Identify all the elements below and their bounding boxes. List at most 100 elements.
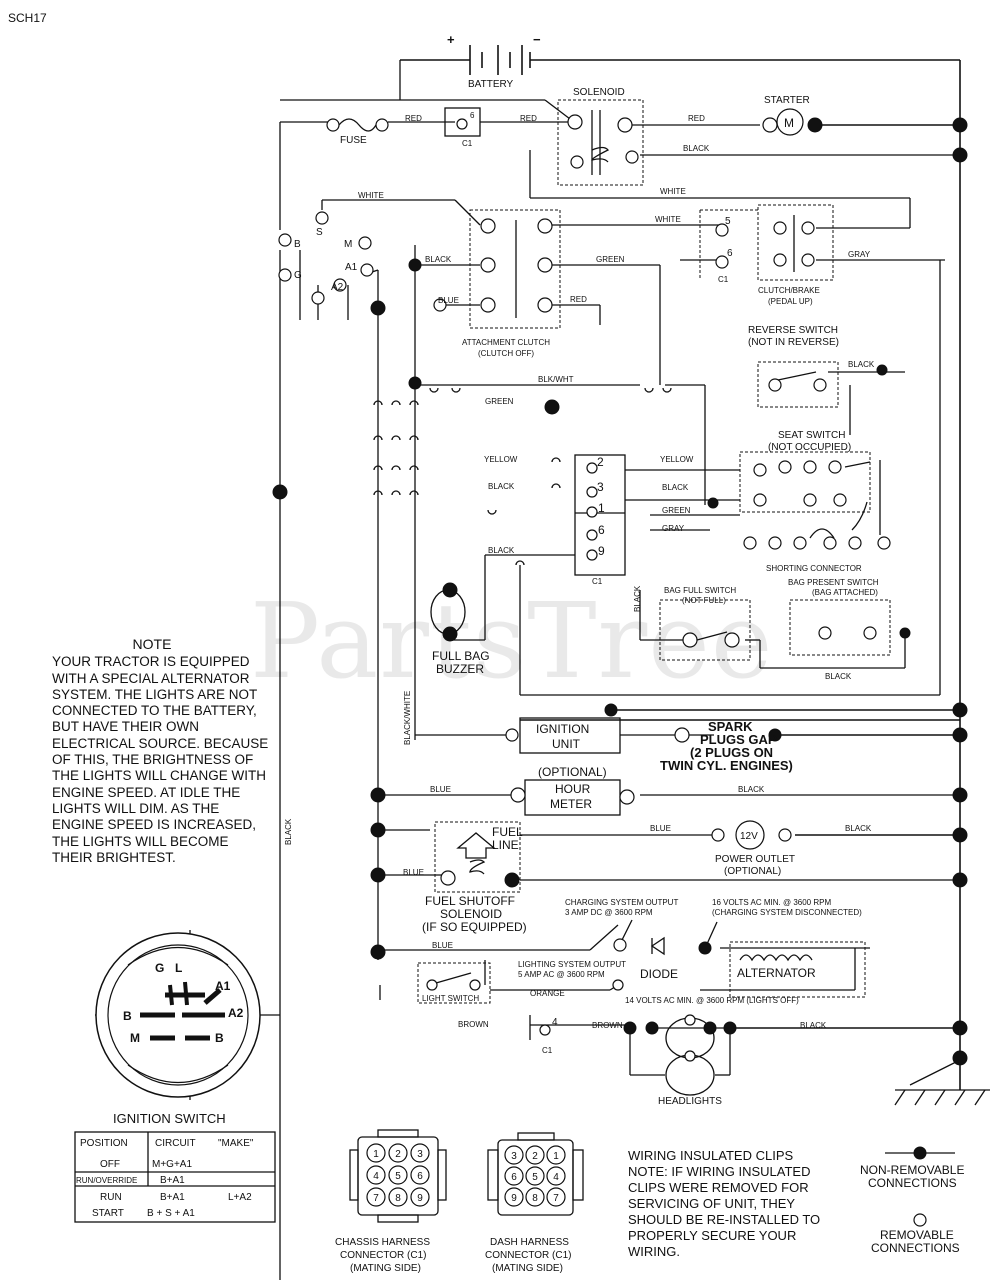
note-title: NOTE (132, 636, 172, 652)
spark-plugs: SPARK PLUGS GAP (2 PLUGS ON TWIN CYL. EN… (660, 719, 793, 773)
svg-text:LIGHTING SYSTEM OUTPUT: LIGHTING SYSTEM OUTPUT (518, 960, 626, 969)
svg-text:PROPERLY SECURE YOUR: PROPERLY SECURE YOUR (628, 1228, 796, 1243)
chassis-connector-pin-3 (410, 1143, 430, 1163)
dash-connector-pin-label: 2 (532, 1151, 538, 1162)
svg-text:A1: A1 (345, 262, 358, 273)
svg-text:6: 6 (470, 111, 475, 120)
svg-text:GRAY: GRAY (848, 250, 871, 259)
svg-text:BLACK: BLACK (800, 1021, 827, 1030)
svg-text:NON-REMOVABLE: NON-REMOVABLE (860, 1163, 964, 1177)
svg-text:L+A2: L+A2 (228, 1192, 252, 1203)
clips-note: WIRING INSULATED CLIPS NOTE: IF WIRING I… (628, 1148, 820, 1259)
svg-text:FULL BAG: FULL BAG (432, 649, 490, 663)
svg-text:5 AMP AC @ 3600 RPM: 5 AMP AC @ 3600 RPM (518, 970, 605, 979)
svg-text:1: 1 (598, 501, 605, 515)
svg-text:B+A1: B+A1 (160, 1192, 185, 1203)
svg-text:A2: A2 (228, 1006, 244, 1020)
seat-switch: SEAT SWITCH (NOT OCCUPIED) SHORTING CONN… (707, 430, 891, 573)
svg-text:RED: RED (570, 295, 587, 304)
dash-connector-pin-label: 5 (532, 1172, 538, 1183)
dash-connector-pin-6 (504, 1166, 524, 1186)
svg-text:M: M (784, 116, 794, 130)
svg-text:BLACK: BLACK (845, 824, 872, 833)
c1-connector: 2 3 1 6 9 C1 (487, 454, 626, 586)
bag-present-switch: BAG PRESENT SWITCH (BAG ATTACHED) (788, 578, 911, 656)
svg-text:12V: 12V (740, 831, 758, 842)
svg-text:HOUR: HOUR (555, 782, 591, 796)
reverse-switch: REVERSE SWITCH (NOT IN REVERSE) (748, 325, 888, 408)
svg-text:M: M (130, 1031, 140, 1045)
fuel-shutoff-solenoid: FUEL LINE FUEL SHUTOFF SOLENOID (IF SO E… (422, 821, 527, 934)
svg-text:4: 4 (552, 1017, 558, 1028)
svg-text:BAG FULL SWITCH: BAG FULL SWITCH (664, 586, 736, 595)
dash-connector-pin-1 (546, 1145, 566, 1165)
svg-text:DASH HARNESS: DASH HARNESS (490, 1237, 569, 1248)
svg-text:(CHARGING SYSTEM DISCONNECTED): (CHARGING SYSTEM DISCONNECTED) (712, 908, 862, 917)
svg-text:CONNECTIONS: CONNECTIONS (868, 1176, 957, 1190)
svg-text:METER: METER (550, 797, 592, 811)
svg-text:BLACK: BLACK (825, 672, 852, 681)
battery-plus: + (447, 32, 455, 47)
svg-text:(2 PLUGS ON: (2 PLUGS ON (690, 745, 773, 760)
svg-text:B: B (123, 1009, 132, 1023)
ignition-switch-title: IGNITION SWITCH (113, 1111, 226, 1126)
svg-text:A2: A2 (331, 282, 344, 293)
svg-text:(MATING SIDE): (MATING SIDE) (492, 1263, 563, 1274)
svg-text:FUEL: FUEL (492, 825, 523, 839)
svg-text:(NOT FULL): (NOT FULL) (682, 596, 726, 605)
svg-text:SHOULD BE RE-INSTALLED TO: SHOULD BE RE-INSTALLED TO (628, 1212, 820, 1227)
svg-text:WIRING.: WIRING. (628, 1244, 680, 1259)
svg-text:(NOT IN REVERSE): (NOT IN REVERSE) (748, 337, 839, 348)
svg-text:CONNECTOR (C1): CONNECTOR (C1) (485, 1250, 571, 1261)
chassis-connector-pin-5 (388, 1165, 408, 1185)
page-code: SCH17 (8, 11, 47, 25)
svg-text:NOTE: IF WIRING INSULATED: NOTE: IF WIRING INSULATED (628, 1164, 811, 1179)
svg-text:ATTACHMENT CLUTCH: ATTACHMENT CLUTCH (462, 338, 550, 347)
svg-text:LIGHT SWITCH: LIGHT SWITCH (422, 994, 479, 1003)
svg-text:BAG PRESENT SWITCH: BAG PRESENT SWITCH (788, 578, 879, 587)
svg-text:POWER OUTLET: POWER OUTLET (715, 854, 795, 865)
svg-text:BLACK: BLACK (848, 360, 875, 369)
svg-text:L: L (175, 961, 182, 975)
starter-label: STARTER (764, 95, 810, 106)
fuse-label: FUSE (340, 135, 367, 146)
svg-text:RED: RED (688, 114, 705, 123)
svg-text:WHITE: WHITE (660, 187, 686, 196)
dash-connector-pin-label: 8 (532, 1193, 538, 1204)
chassis-connector-pin-7 (366, 1187, 386, 1207)
dash-connector-pin-label: 6 (511, 1172, 517, 1183)
svg-text:B: B (294, 239, 301, 250)
svg-text:"MAKE": "MAKE" (218, 1138, 254, 1149)
clutch-brake-switch: 5 6 C1 CLUTCH/BRAKE (PEDAL UP) (699, 204, 834, 306)
svg-text:BLACK: BLACK (425, 255, 452, 264)
svg-text:WIRING INSULATED CLIPS: WIRING INSULATED CLIPS (628, 1148, 794, 1163)
ignition-switch-terminals: S M B A1 G A2 (278, 211, 374, 305)
legend: NON-REMOVABLE CONNECTIONS REMOVABLE CONN… (860, 1146, 964, 1255)
svg-text:SEAT SWITCH: SEAT SWITCH (778, 430, 845, 441)
svg-text:ORANGE: ORANGE (530, 989, 565, 998)
svg-text:BLACK: BLACK (683, 144, 710, 153)
fuse: FUSE 6 C1 (326, 107, 481, 148)
svg-text:(CLUTCH OFF): (CLUTCH OFF) (478, 349, 534, 358)
bag-full-switch: BAG FULL SWITCH (NOT FULL) (659, 586, 751, 661)
svg-text:5: 5 (725, 216, 731, 227)
svg-text:BLUE: BLUE (650, 824, 671, 833)
svg-text:3: 3 (597, 480, 604, 494)
svg-text:HEADLIGHTS: HEADLIGHTS (658, 1096, 722, 1107)
svg-text:BLUE: BLUE (438, 296, 459, 305)
diode-label: DIODE (640, 967, 678, 981)
solenoid-label: SOLENOID (573, 87, 625, 98)
svg-text:POSITION: POSITION (80, 1138, 128, 1149)
svg-text:UNIT: UNIT (552, 737, 581, 751)
svg-text:M+G+A1: M+G+A1 (152, 1159, 192, 1170)
attachment-clutch: ATTACHMENT CLUTCH (CLUTCH OFF) (462, 209, 561, 358)
svg-text:(OPTIONAL): (OPTIONAL) (724, 866, 781, 877)
note-text: YOUR TRACTOR IS EQUIPPED WITH A SPECIAL … (52, 654, 269, 865)
svg-text:LINE: LINE (492, 838, 519, 852)
dash-connector-pin-9 (504, 1187, 524, 1207)
ignition-switch-diagram: G L A1 B A2 M B IGNITION SWITCH POSITION… (74, 930, 280, 1223)
svg-text:BLUE: BLUE (403, 868, 424, 877)
svg-text:BLACK: BLACK (488, 546, 515, 555)
